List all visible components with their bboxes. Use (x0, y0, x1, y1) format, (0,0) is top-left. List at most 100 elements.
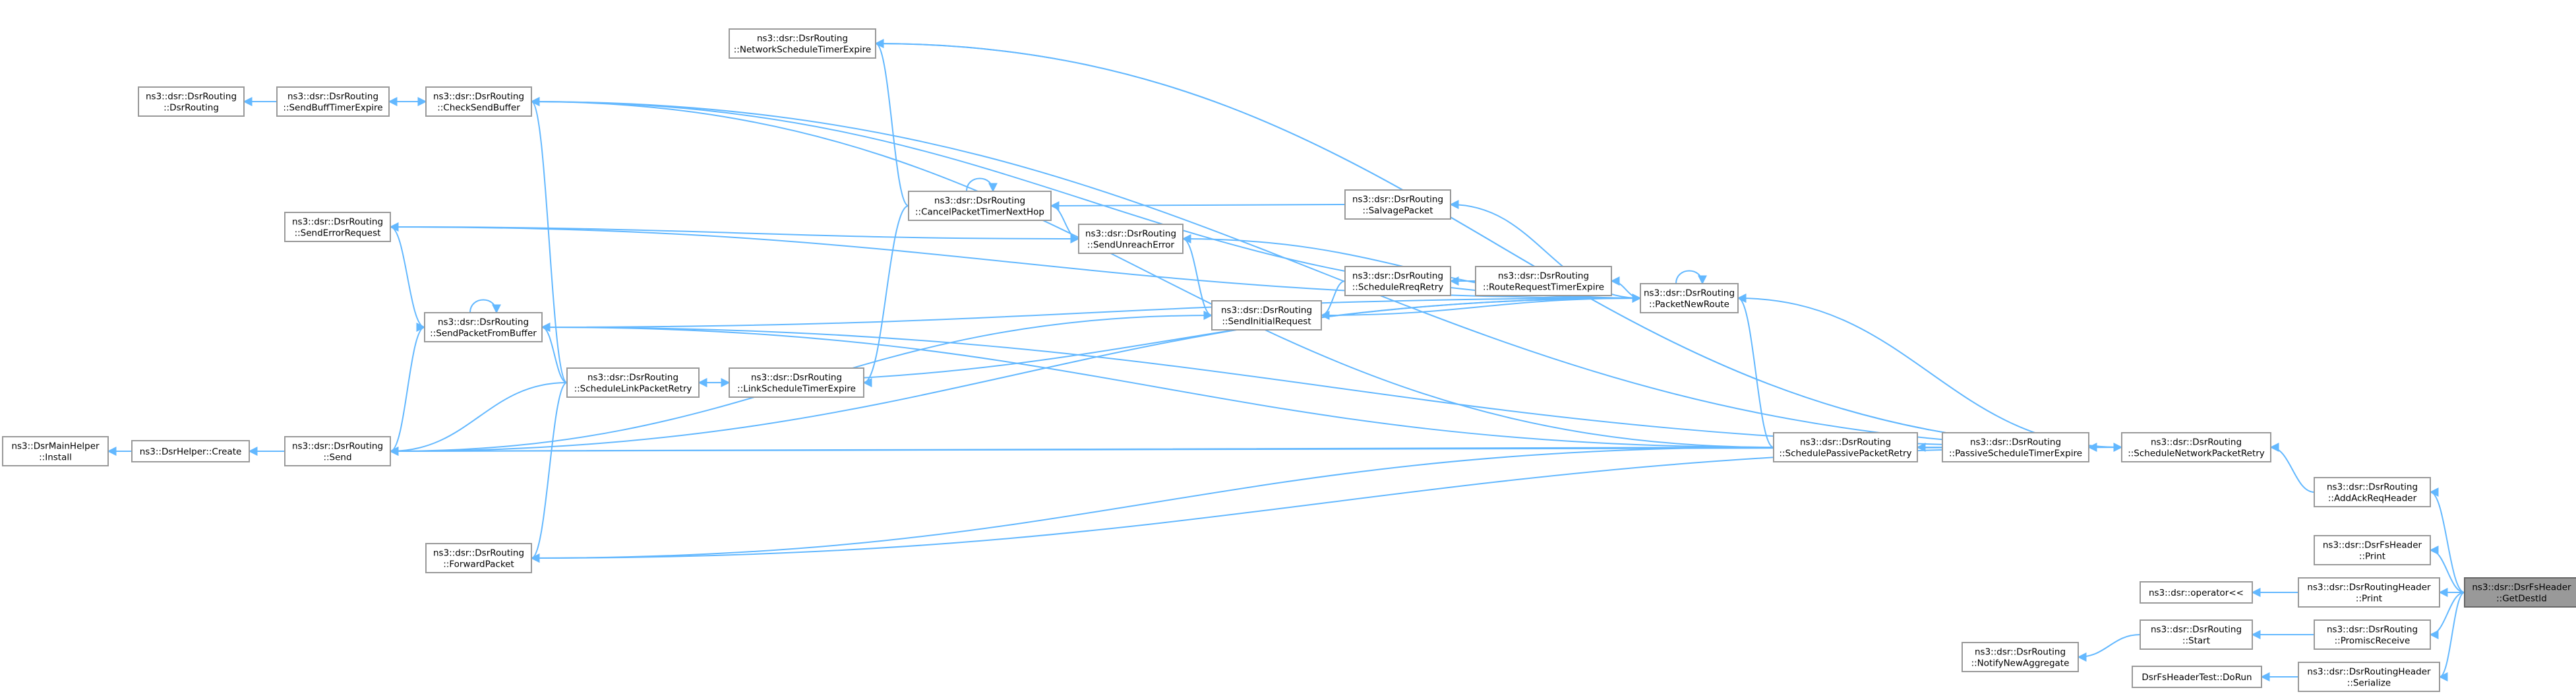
node-scheduleNetworkPacketRetry[interactable]: ns3::dsr::DsrRouting::ScheduleNetworkPac… (2121, 432, 2271, 462)
node-label-line: ns3::dsr::DsrRoutingHeader (2307, 667, 2431, 678)
node-label-line: ::SalvagePacket (1363, 206, 1433, 216)
node-packetNewRoute[interactable]: ns3::dsr::DsrRouting::PacketNewRoute (1640, 283, 1739, 313)
node-label-line: ::SchedulePassivePacketRetry (1779, 449, 1911, 459)
node-sendUnreachError[interactable]: ns3::dsr::DsrRouting::SendUnreachError (1078, 224, 1183, 254)
node-box (1344, 266, 1451, 296)
node-label-line: ::Start (2182, 636, 2210, 647)
node-routingHeaderPrint[interactable]: ns3::dsr::DsrRoutingHeader::Print (2298, 577, 2440, 608)
node-label-line: ::Serialize (2347, 678, 2391, 689)
node-label-line: ::RouteRequestTimerExpire (1483, 282, 1604, 293)
node-routeRequestTimerExpire[interactable]: ns3::dsr::DsrRouting::RouteRequestTimerE… (1475, 266, 1612, 296)
node-label-line: ::AddAckReqHeader (2328, 493, 2417, 504)
edge-packetNewRoute-to-schedulePassivePacketRetry (1737, 294, 1774, 448)
node-box (131, 440, 250, 462)
node-label-line: ::CancelPacketTimerNextHop (915, 207, 1044, 218)
node-mainHelperInstall[interactable]: ns3::DsrMainHelper::Install (2, 436, 109, 466)
edge-sendInitialRequest-to-sendUnreachError (1182, 238, 1213, 320)
edge-checkSendBuffer-to-scheduleLinkPacketRetry (530, 97, 568, 383)
node-forwardPacket[interactable]: ns3::dsr::DsrRouting::ForwardPacket (425, 543, 532, 573)
node-scheduleLinkPacketRetry[interactable]: ns3::dsr::DsrRouting::ScheduleLinkPacket… (566, 367, 700, 398)
node-sendInitialRequest[interactable]: ns3::dsr::DsrRouting::SendInitialRequest (1211, 300, 1322, 331)
node-box (566, 367, 700, 398)
node-passiveScheduleTimerExpire[interactable]: ns3::dsr::DsrRouting::PassiveScheduleTim… (1942, 432, 2089, 462)
edge-forwardPacket-to-schedulePassivePacketRetry (530, 447, 1774, 563)
node-label-line: ns3::dsr::DsrRouting (1644, 288, 1735, 299)
node-box (2140, 619, 2253, 650)
node-networkScheduleTimerExpire[interactable]: ns3::dsr::DsrRouting::NetworkScheduleTim… (729, 28, 876, 59)
node-send[interactable]: ns3::dsr::DsrRouting::Send (284, 436, 391, 466)
edge-send-to-sendPacketFromBuffer (389, 327, 425, 456)
node-label-line: ns3::dsr::DsrRouting (587, 373, 678, 383)
node-label-line: ns3::DsrHelper::Create (140, 447, 242, 457)
node-addAckReqHeader[interactable]: ns3::dsr::DsrRouting::AddAckReqHeader (2314, 477, 2431, 507)
node-dsrRouting[interactable]: ns3::dsr::DsrRouting::DsrRouting (138, 86, 245, 117)
node-box (2314, 477, 2431, 507)
node-start[interactable]: ns3::dsr::DsrRouting::Start (2140, 619, 2253, 650)
node-box (2121, 432, 2271, 462)
node-box (2314, 535, 2431, 565)
node-checkSendBuffer[interactable]: ns3::dsr::DsrRouting::CheckSendBuffer (425, 86, 532, 117)
edge-cancelPacketTimerNextHop-to-cancelPacketTimerNextHop (966, 177, 998, 193)
node-salvagePacket[interactable]: ns3::dsr::DsrRouting::SalvagePacket (1344, 189, 1451, 220)
node-helperCreate[interactable]: ns3::DsrHelper::Create (131, 440, 250, 462)
node-label-line: ns3::dsr::DsrRouting (934, 196, 1025, 206)
node-doRun[interactable]: DsrFsHeaderTest::DoRun (2132, 666, 2262, 688)
node-label-line: ns3::DsrMainHelper (11, 441, 100, 452)
node-fsPrint[interactable]: ns3::dsr::DsrFsHeader::Print (2314, 535, 2431, 565)
edge-notifyNewAggregate-to-start (2077, 634, 2141, 662)
node-box (2298, 662, 2440, 692)
node-root[interactable]: ns3::dsr::DsrFsHeader::GetDestId (2464, 577, 2576, 608)
edge-send-to-packetNewRoute (389, 298, 1641, 456)
node-label-line: ns3::dsr::DsrRouting (292, 217, 383, 228)
edge-checkSendBuffer-to-schedulePassivePacketRetry (530, 97, 1774, 448)
node-box (2464, 577, 2576, 608)
node-cancelPacketTimerNextHop[interactable]: ns3::dsr::DsrRouting::CancelPacketTimerN… (908, 191, 1052, 221)
node-label-line: ::PacketNewRoute (1649, 300, 1729, 310)
node-label-line: ns3::dsr::DsrRouting (433, 92, 524, 102)
node-schedulePassivePacketRetry[interactable]: ns3::dsr::DsrRouting::SchedulePassivePac… (1773, 432, 1918, 462)
edge-packetNewRoute-to-packetNewRoute (1675, 270, 1707, 285)
node-label-line: ::PassiveScheduleTimerExpire (1949, 449, 2082, 459)
node-linkScheduleTimerExpire[interactable]: ns3::dsr::DsrRouting::LinkScheduleTimerE… (729, 367, 864, 398)
node-label-line: ns3::dsr::DsrRouting (1352, 271, 1443, 282)
node-box (1475, 266, 1612, 296)
node-sendPacketFromBuffer[interactable]: ns3::dsr::DsrRouting::SendPacketFromBuff… (424, 312, 543, 342)
node-label-line: ns3::dsr::DsrRouting (1085, 229, 1176, 239)
node-label-line: ::ScheduleLinkPacketRetry (574, 384, 692, 394)
node-box (1773, 432, 1918, 462)
node-label-line: ns3::dsr::DsrRouting (2327, 625, 2418, 635)
node-promiscReceive[interactable]: ns3::dsr::DsrRouting::PromiscReceive (2314, 619, 2431, 650)
node-label-line: ::SendInitialRequest (1222, 317, 1311, 327)
node-label-line: ::Send (323, 453, 351, 463)
node-label-line: ::ScheduleNetworkPacketRetry (2128, 449, 2265, 459)
node-box (1078, 224, 1183, 254)
node-operatorLL[interactable]: ns3::dsr::operator<< (2140, 581, 2253, 604)
node-label-line: ns3::dsr::DsrRouting (757, 34, 848, 44)
node-box (424, 312, 543, 342)
node-sendErrorRequest[interactable]: ns3::dsr::DsrRouting::SendErrorRequest (284, 212, 391, 242)
edge-sendPacketFromBuffer-to-sendPacketFromBuffer (469, 299, 501, 314)
node-box (2, 436, 109, 466)
node-label-line: ::Print (2356, 594, 2382, 604)
node-sendBuffTimerExpire[interactable]: ns3::dsr::DsrRouting::SendBuffTimerExpir… (276, 86, 390, 117)
node-label-line: ns3::dsr::DsrRouting (433, 548, 524, 559)
node-box (425, 543, 532, 573)
node-label-line: ::Install (39, 453, 72, 463)
node-label-line: ns3::dsr::DsrRouting (2327, 482, 2418, 493)
edge-sendInitialRequest-to-scheduleRreqRetry (1320, 280, 1346, 320)
edge-fsPrint-to-root (2429, 546, 2465, 593)
node-notifyNewAggregate[interactable]: ns3::dsr::DsrRouting::NotifyNewAggregate (1962, 642, 2079, 672)
node-label-line: ns3::dsr::DsrRouting (2151, 625, 2242, 635)
node-label-line: ns3::dsr::DsrFsHeader (2472, 583, 2571, 593)
edge-checkSendBuffer-to-packetNewRoute (530, 97, 1641, 299)
node-label-line: ns3::dsr::DsrRouting (1498, 271, 1589, 282)
node-routingHeaderSerialize[interactable]: ns3::dsr::DsrRoutingHeader::Serialize (2298, 662, 2440, 692)
node-box (2314, 619, 2431, 650)
node-label-line: ::PromiscReceive (2335, 636, 2411, 647)
edge-sendPacketFromBuffer-to-sendErrorRequest (390, 226, 426, 332)
node-label-line: ns3::dsr::DsrRouting (1221, 305, 1312, 316)
node-scheduleRreqRetry[interactable]: ns3::dsr::DsrRouting::ScheduleRreqRetry (1344, 266, 1451, 296)
node-box (2140, 581, 2253, 604)
node-label-line: ::GetDestId (2496, 594, 2547, 604)
